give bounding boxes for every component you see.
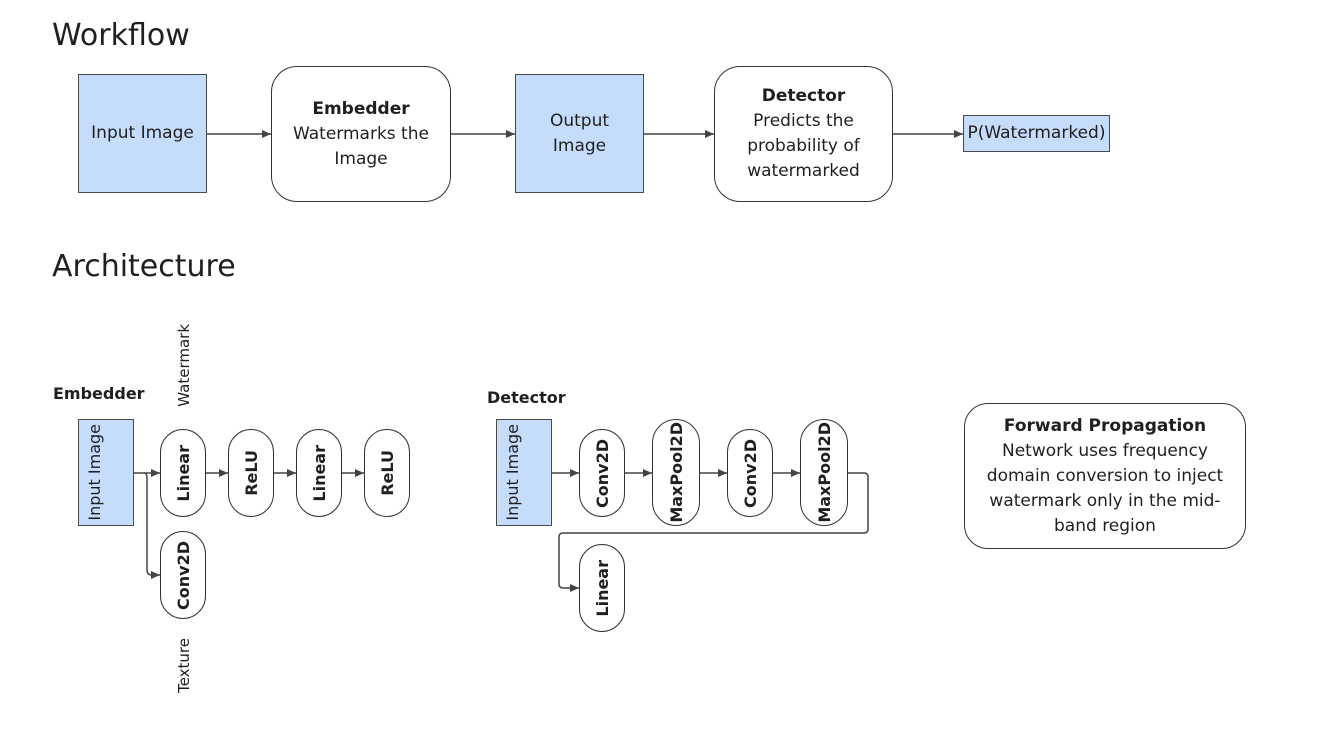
arch-embedder-title: Embedder	[53, 384, 145, 403]
det-layer-maxpool-1: MaxPool2D	[652, 419, 700, 526]
emb-layer-relu-1: ReLU	[228, 429, 274, 517]
workflow-output-image-node: Output Image	[515, 74, 644, 193]
arch-detector-input-label: Input Image	[503, 424, 522, 521]
emb-layer-linear-2-label: Linear	[309, 444, 329, 502]
emb-layer-linear-1-label: Linear	[173, 444, 193, 502]
det-layer-maxpool-2-label: MaxPool2D	[814, 422, 834, 523]
det-layer-conv2d-2: Conv2D	[727, 429, 773, 517]
forward-propagation-note: Forward Propagation Network uses frequen…	[964, 403, 1246, 549]
arch-embedder-input-image: Input Image	[78, 419, 134, 526]
workflow-embedder-title: Embedder	[312, 98, 410, 119]
workflow-result-label: P(Watermarked)	[967, 123, 1106, 143]
arch-detector-title: Detector	[487, 388, 566, 407]
emb-layer-conv2d: Conv2D	[160, 531, 206, 619]
workflow-title: Workflow	[52, 18, 190, 53]
workflow-embedder-desc: Watermarks the Image	[293, 123, 429, 169]
det-layer-conv2d-2-label: Conv2D	[740, 438, 760, 508]
workflow-detector-desc: Predicts the probability of watermarked	[747, 111, 860, 181]
emb-layer-relu-2-label: ReLU	[377, 450, 397, 496]
texture-label-text: Texture	[175, 637, 193, 693]
det-layer-maxpool-2: MaxPool2D	[800, 419, 848, 526]
det-layer-linear-label: Linear	[592, 559, 612, 617]
watermark-label-text: Watermark	[175, 323, 193, 407]
workflow-detector-title: Detector	[761, 86, 846, 106]
det-layer-linear: Linear	[579, 544, 625, 632]
workflow-detector-node: Detector Predicts the probability of wat…	[714, 66, 893, 202]
workflow-input-image-label: Input Image	[91, 123, 194, 143]
workflow-result-node: P(Watermarked)	[963, 115, 1110, 152]
det-layer-maxpool-1-label: MaxPool2D	[666, 422, 686, 523]
workflow-input-image-node: Input Image	[78, 74, 207, 193]
emb-layer-relu-1-label: ReLU	[241, 450, 261, 496]
emb-layer-conv2d-label: Conv2D	[173, 540, 193, 610]
note-title: Forward Propagation	[1003, 415, 1207, 436]
note-text: Network uses frequency domain conversion…	[986, 440, 1224, 536]
det-layer-conv2d-1-label: Conv2D	[592, 438, 612, 508]
texture-label: Texture	[170, 630, 198, 700]
arrow-emb-input-to-conv2d	[143, 472, 160, 579]
workflow-embedder-node: Embedder Watermarks the Image	[271, 66, 451, 202]
emb-layer-linear-2: Linear	[296, 429, 342, 517]
arch-embedder-input-label: Input Image	[85, 424, 104, 521]
watermark-label: Watermark	[170, 315, 198, 415]
arrow-det-maxpool-to-linear	[558, 472, 869, 592]
emb-layer-relu-2: ReLU	[364, 429, 410, 517]
det-layer-conv2d-1: Conv2D	[579, 429, 625, 517]
emb-layer-linear-1: Linear	[160, 429, 206, 517]
workflow-output-image-label: Output Image	[549, 110, 610, 156]
architecture-title: Architecture	[52, 249, 236, 284]
arch-detector-input-image: Input Image	[496, 419, 552, 526]
